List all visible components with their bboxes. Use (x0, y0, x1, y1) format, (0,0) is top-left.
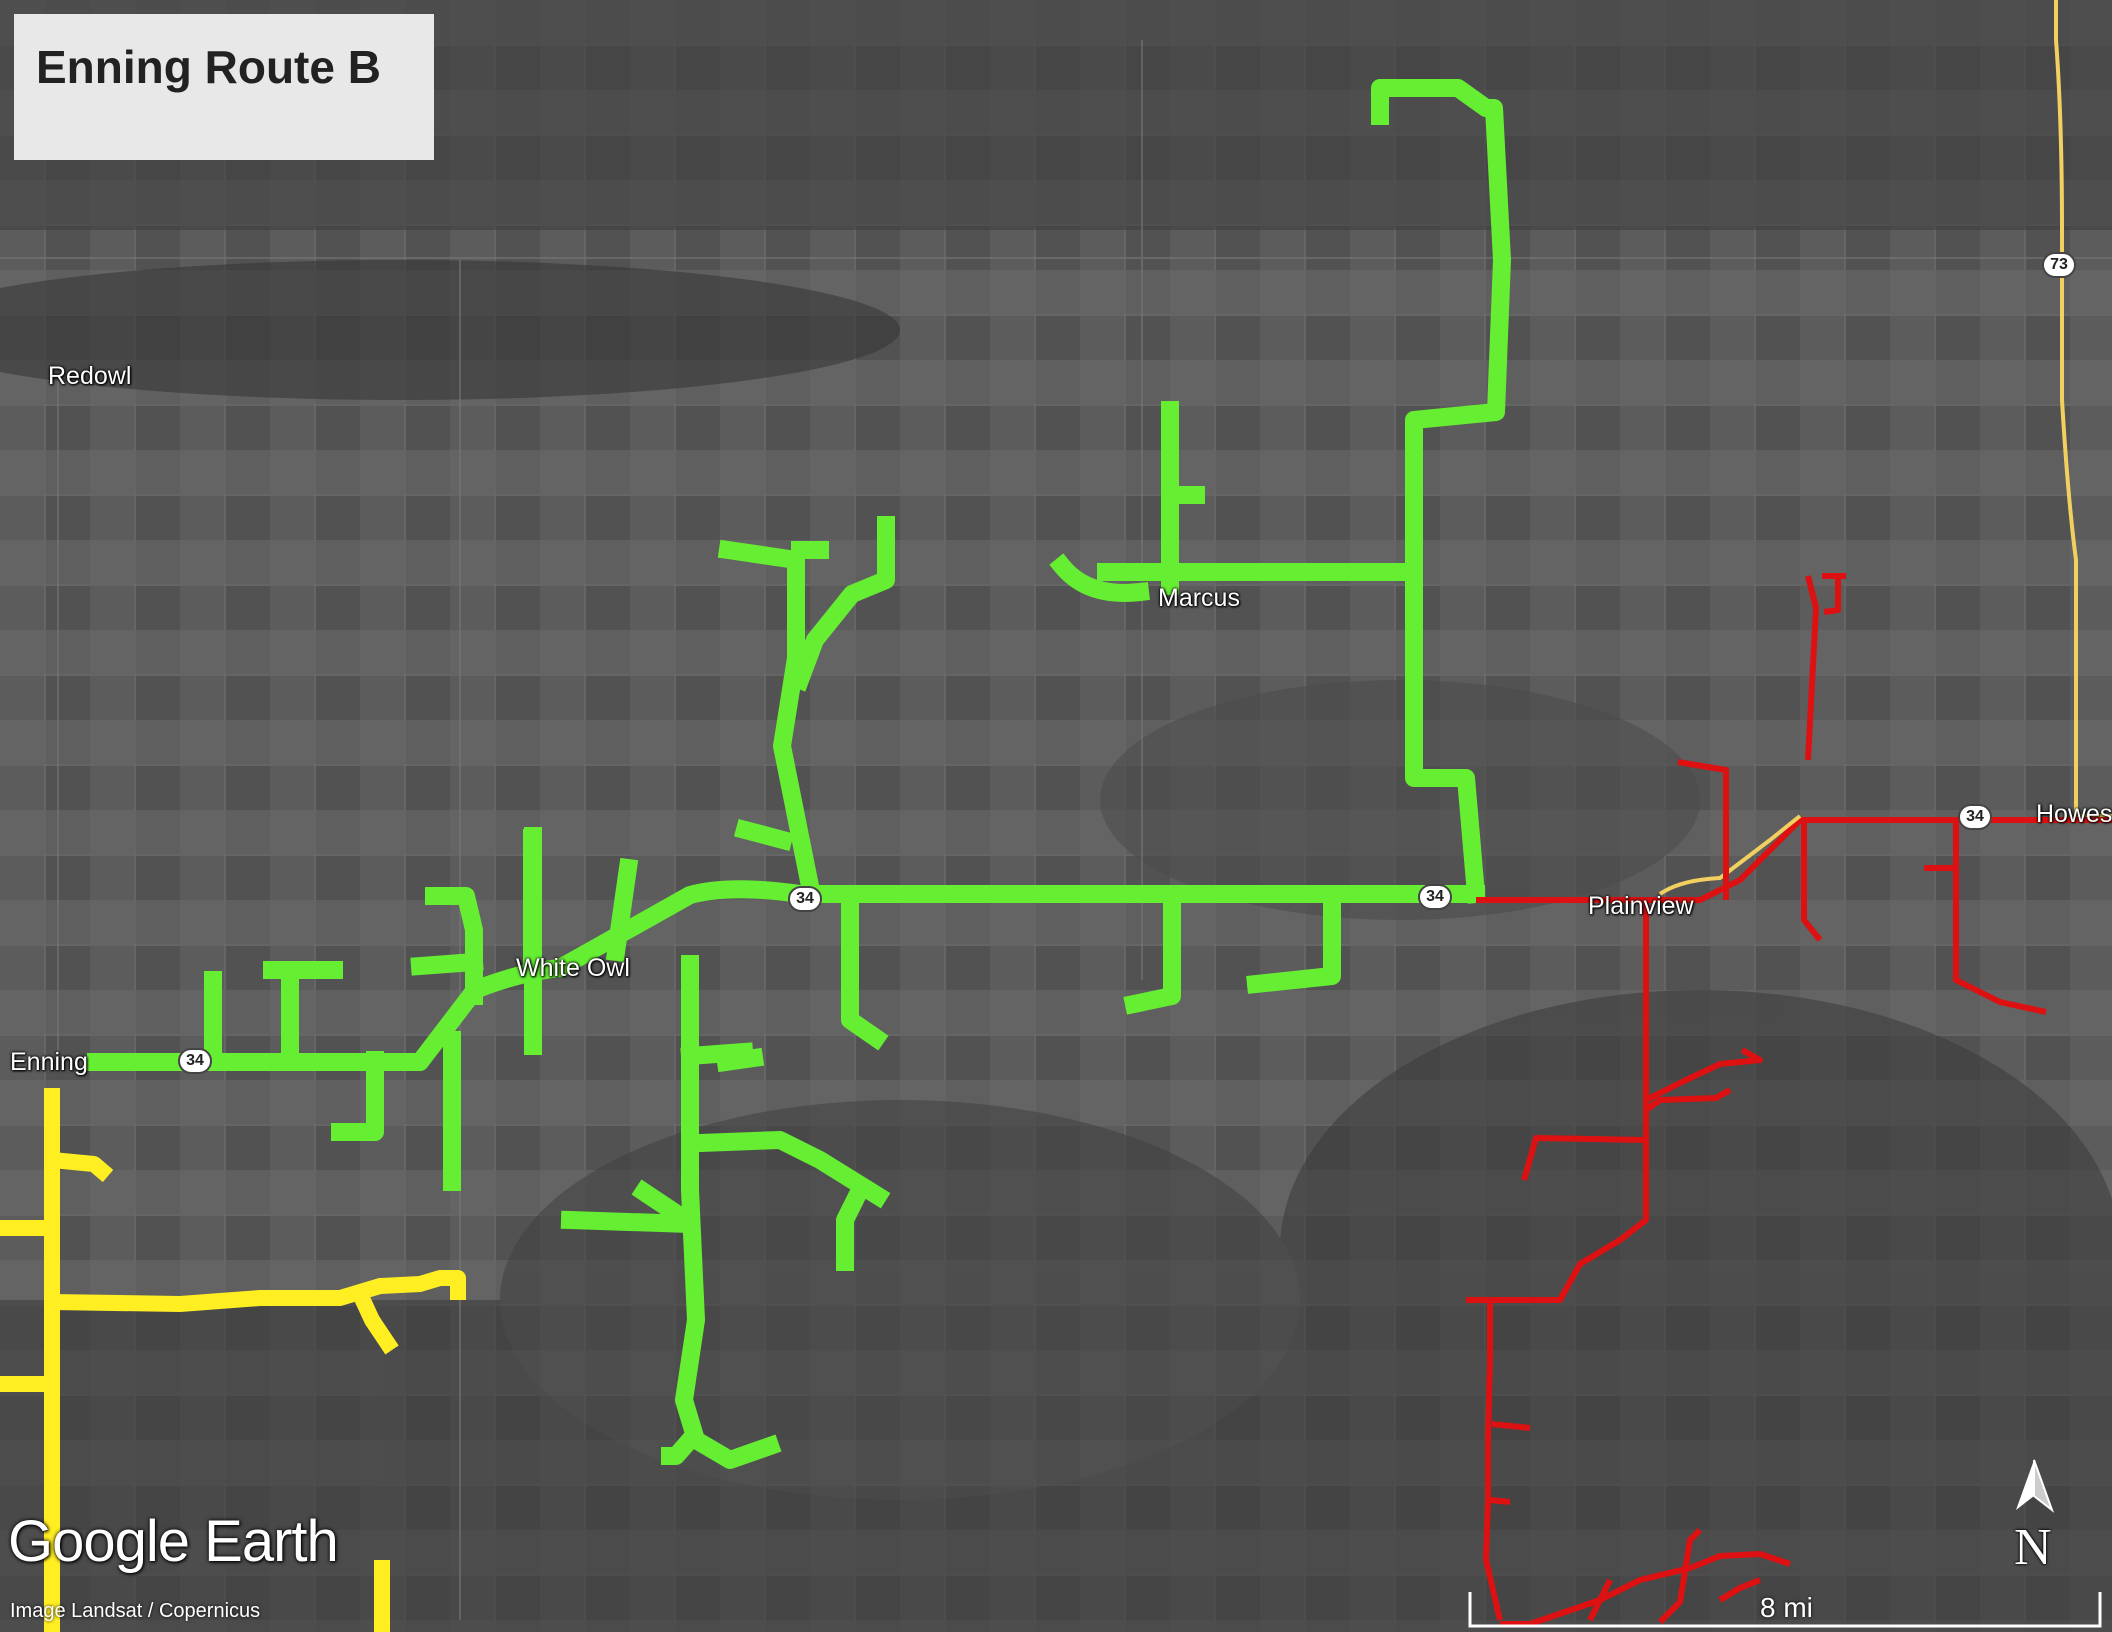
place-label-marcus[interactable]: Marcus (1158, 584, 1240, 612)
north-label: N (2014, 1519, 2052, 1576)
route-34-shield: 34 (178, 1048, 212, 1074)
map-title: Enning Route B (36, 41, 381, 93)
map-title-panel: Enning Route B (14, 14, 434, 160)
yellow-route-network (0, 1088, 466, 1632)
route-34-shield: 34 (1418, 884, 1452, 910)
scale-bar-label: 8 mi (1760, 1592, 1813, 1623)
green-route-network (87, 79, 1511, 1469)
google-earth-logo: Google Earth (8, 1509, 339, 1574)
secondary-roads (0, 40, 2112, 1620)
place-label-plainview[interactable]: Plainview (1588, 892, 1694, 920)
highway-73 (2054, 0, 2112, 818)
north-arrow-icon (2016, 1459, 2055, 1513)
scale-bar (1468, 1592, 2102, 1628)
place-label-enning[interactable]: Enning (10, 1048, 88, 1076)
imagery-credit: Image Landsat / Copernicus (10, 1600, 261, 1622)
red-route-network (1466, 573, 2112, 1627)
route-73-shield: 73 (2042, 252, 2076, 278)
place-label-white-owl[interactable]: White Owl (516, 954, 630, 982)
place-label-howes[interactable]: Howes (2036, 800, 2112, 828)
route-34-shield: 34 (1958, 804, 1992, 830)
place-label-redowl[interactable]: Redowl (48, 362, 132, 390)
route-34-shield: 34 (788, 886, 822, 912)
